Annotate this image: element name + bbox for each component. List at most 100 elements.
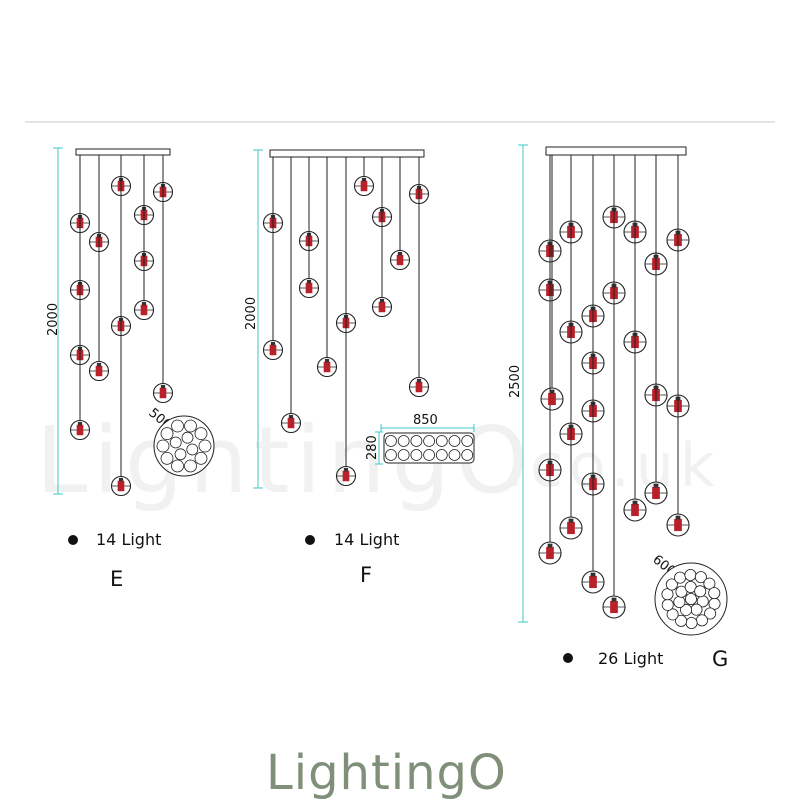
socket-icon <box>653 483 659 488</box>
bulb-icon <box>117 480 125 492</box>
socket-icon <box>361 177 367 182</box>
pendant-g-14 <box>581 155 605 594</box>
height-label-e: 2000 <box>46 303 61 336</box>
plan-globe <box>385 449 397 461</box>
plan-globe <box>410 435 423 447</box>
bulb-icon <box>305 282 313 294</box>
lights-label-f: 14 Light <box>334 530 399 549</box>
plan-globe <box>181 431 194 444</box>
bulb-icon <box>610 600 618 614</box>
plan-globe <box>684 569 697 582</box>
bulb-icon <box>159 387 167 399</box>
plan-globe <box>661 598 674 611</box>
plan-view-e <box>153 415 215 477</box>
depth-label-f: 280 <box>365 435 380 460</box>
plan-view-f <box>383 432 475 464</box>
plan-globe <box>385 435 397 447</box>
pendant-f-6 <box>316 157 338 378</box>
plan-globe <box>186 443 199 456</box>
pendant-f-9 <box>353 157 375 197</box>
pendant-g-17 <box>602 155 626 619</box>
socket-icon <box>675 515 681 520</box>
watermark-suffix: .co.uk <box>505 431 721 501</box>
socket-icon <box>547 543 553 548</box>
bullet-icon-f <box>305 535 315 545</box>
bulb-icon <box>342 470 350 482</box>
plan-globe <box>675 614 688 627</box>
bulb-icon <box>548 392 556 406</box>
socket-icon <box>379 298 385 303</box>
bullet-icon-e <box>68 535 78 545</box>
socket-icon <box>288 414 294 419</box>
socket-icon <box>343 467 349 472</box>
lights-label-e: 14 Light <box>96 530 161 549</box>
pendant-g-23 <box>644 155 668 505</box>
canopy-g <box>545 146 687 156</box>
pendant-f-8 <box>335 157 357 487</box>
pendant-g-9 <box>540 155 564 411</box>
model-letter-g: G <box>712 647 728 671</box>
plan-globe <box>665 578 678 591</box>
plan-globe <box>461 449 474 461</box>
height-label-g: 2500 <box>508 365 523 398</box>
socket-icon <box>270 341 276 346</box>
pendant-group-f <box>262 157 430 487</box>
pendant-g-26 <box>666 155 690 537</box>
bulb-icon <box>76 424 84 436</box>
pendant-e-7 <box>88 155 110 382</box>
pendant-e-14 <box>152 155 174 404</box>
pendant-f-12 <box>389 157 411 271</box>
plan-globe <box>397 435 410 447</box>
pendant-f-5 <box>298 157 320 299</box>
pendant-g-8 <box>559 155 583 540</box>
socket-icon <box>118 477 124 482</box>
plan-globe <box>184 459 197 473</box>
plan-globe <box>156 439 170 453</box>
pendant-group-g <box>538 155 690 619</box>
canopies <box>75 146 687 158</box>
plan-globe <box>160 451 174 465</box>
pendant-e-12 <box>133 155 155 321</box>
socket-icon <box>397 251 403 256</box>
plan-globe <box>397 449 410 461</box>
plan-globe <box>685 593 698 606</box>
bulb-icon <box>378 301 386 313</box>
plan-globe <box>198 439 212 453</box>
plan-globe <box>674 571 687 584</box>
plan-globe <box>448 449 461 461</box>
plan-globe <box>184 419 197 433</box>
bulb-icon <box>567 521 575 535</box>
bulb-icon <box>360 180 368 192</box>
plan-globe <box>423 449 436 461</box>
pendant-f-14 <box>408 157 430 398</box>
plan-view-g <box>654 562 728 636</box>
bulb-icon <box>269 344 277 356</box>
socket-icon <box>77 421 83 426</box>
socket-icon <box>160 384 166 389</box>
model-letter-e: E <box>110 567 123 591</box>
socket-icon <box>611 597 617 602</box>
pendant-g-20 <box>623 155 647 522</box>
dimension-lines <box>53 144 528 623</box>
bulb-icon <box>674 518 682 532</box>
socket-icon <box>549 389 555 394</box>
socket-icon <box>416 378 422 383</box>
plan-globe <box>448 435 461 447</box>
plan-globe <box>174 448 187 461</box>
bulb-icon <box>415 381 423 393</box>
bulb-icon <box>589 575 597 589</box>
bulb-icon <box>140 304 148 316</box>
plan-globe <box>661 588 674 601</box>
plan-globe <box>435 435 448 447</box>
bulb-icon <box>631 503 639 517</box>
pendant-group-e <box>69 155 174 497</box>
bullet-icon-g <box>563 653 573 663</box>
plan-globe <box>694 571 707 584</box>
model-letter-f: F <box>360 563 372 587</box>
socket-icon <box>632 500 638 505</box>
plan-globe <box>703 577 716 590</box>
socket-icon <box>324 358 330 363</box>
plan-globe <box>410 449 423 461</box>
bulb-icon <box>323 361 331 373</box>
